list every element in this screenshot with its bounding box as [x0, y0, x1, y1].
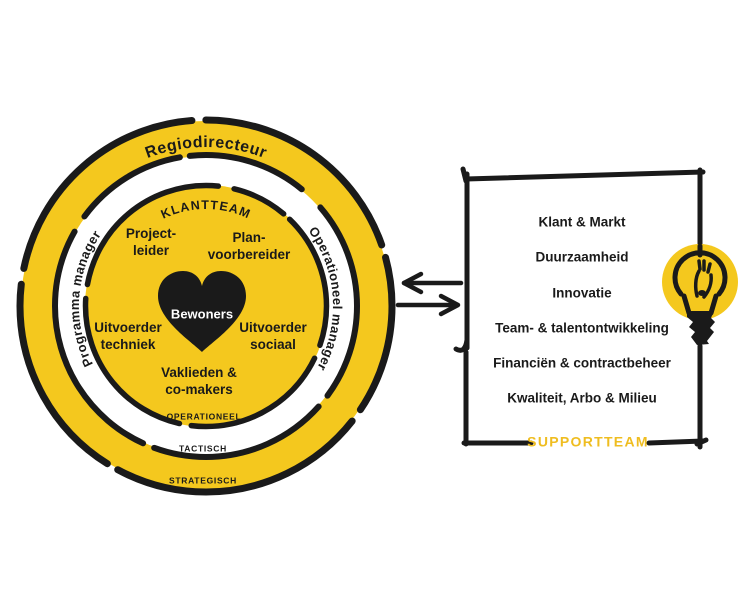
role-planvoorbereider: Plan- voorbereider — [207, 230, 291, 262]
team-circle: Regiodirecteur KLANTTEAM Programma manag… — [16, 116, 396, 496]
arrow-right-icon — [395, 293, 461, 317]
bulb-filament — [693, 259, 713, 299]
outer-ring-outline — [16, 116, 396, 496]
role-uitvoerder-techniek: Uitvoerder techniek — [94, 320, 162, 352]
support-item-kwaliteit: Kwaliteit, Arbo & Milieu — [507, 390, 657, 406]
supportteam-label: SUPPORTTEAM — [527, 433, 649, 450]
support-item-teamontwikkeling: Team- & talentontwikkeling — [495, 320, 669, 336]
role-projectleider: Project- leider — [125, 226, 177, 258]
inner-ring-outline — [82, 182, 330, 430]
lightbulb-icon — [662, 243, 738, 345]
support-item-duurzaamheid: Duurzaamheid — [535, 249, 629, 265]
heart-icon — [158, 271, 246, 352]
level-tactisch: TACTISCH — [179, 443, 227, 454]
support-box-border — [453, 166, 709, 450]
bulb-base — [687, 311, 715, 345]
exchange-arrows — [395, 271, 464, 317]
bewoners-label: Bewoners — [170, 306, 234, 322]
support-item-financien: Financiën & contractbeheer — [493, 355, 671, 371]
support-item-innovatie: Innovatie — [552, 285, 612, 301]
role-vaklieden: Vaklieden & co-makers — [161, 365, 237, 397]
level-strategisch: STRATEGISCH — [169, 475, 237, 486]
arrow-left-icon — [401, 271, 464, 295]
level-operationeel: OPERATIONEEL — [166, 411, 242, 422]
role-uitvoerder-sociaal: Uitvoerder sociaal — [239, 320, 307, 352]
support-item-klant-markt: Klant & Markt — [538, 214, 626, 230]
bulb-glass — [672, 250, 728, 297]
middle-ring-outline — [52, 152, 360, 460]
